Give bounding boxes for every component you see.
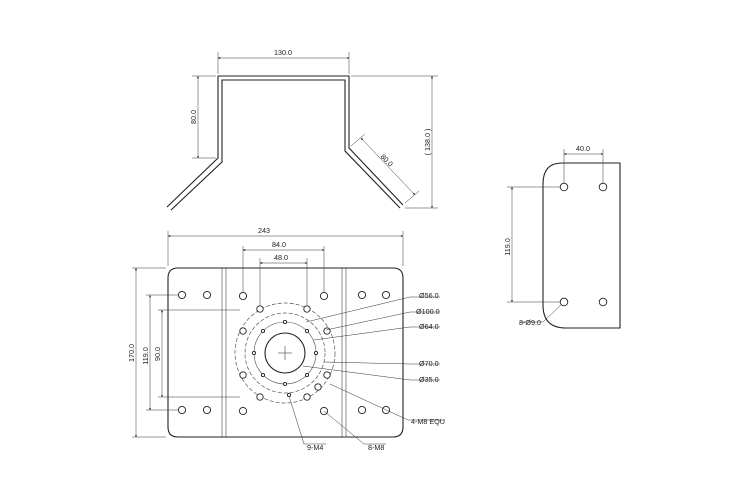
m4-holes — [251, 319, 319, 398]
dim-130-label: 130.0 — [274, 48, 292, 57]
callout-9-m4: 9-M4 — [307, 443, 323, 452]
callout-4-m8-equ: 4-M8 EQU — [411, 417, 445, 426]
callout-leaders — [288, 296, 444, 445]
dim-170-label: 170.0 — [127, 344, 136, 362]
circle-d100 — [234, 302, 336, 404]
dim-80-flange-label: 80.0 — [379, 152, 395, 168]
dim-119-side-label: 119.0 — [503, 238, 512, 255]
dim-48-label: 48.0 — [274, 253, 288, 262]
dim-90-label: 90.0 — [153, 347, 162, 361]
plate-front-view: 243 84.0 48.0 170.0 119.0 90.0 — [127, 226, 445, 452]
dim-119-label: 119.0 — [141, 347, 150, 364]
circle-d35 — [264, 332, 306, 374]
callout-8-d9: 8-Ø9.0 — [519, 318, 541, 327]
callout-d35: Ø35.0 — [419, 375, 439, 384]
callout-d100: Ø100.0 — [416, 307, 440, 316]
top-view-profile: 130.0 80.0 80.0 ( 138.0 ) — [166, 48, 438, 211]
circle-d70 — [244, 312, 326, 394]
callout-d64: Ø64.0 — [419, 322, 439, 331]
callout-d70: Ø70.0 — [419, 359, 439, 368]
dim-40-label: 40.0 — [576, 144, 590, 153]
dim-80-vertical-label: 80.0 — [189, 110, 198, 124]
side-view-plate: 40.0 119.0 8-Ø9.0 — [503, 144, 621, 329]
dim-84-label: 84.0 — [272, 240, 286, 249]
dim-243-label: 243 — [258, 226, 270, 235]
callout-8-m8: 8-M8 — [368, 443, 384, 452]
dim-138-label: ( 138.0 ) — [423, 129, 432, 156]
callout-d56: Ø56.0 — [419, 291, 439, 300]
